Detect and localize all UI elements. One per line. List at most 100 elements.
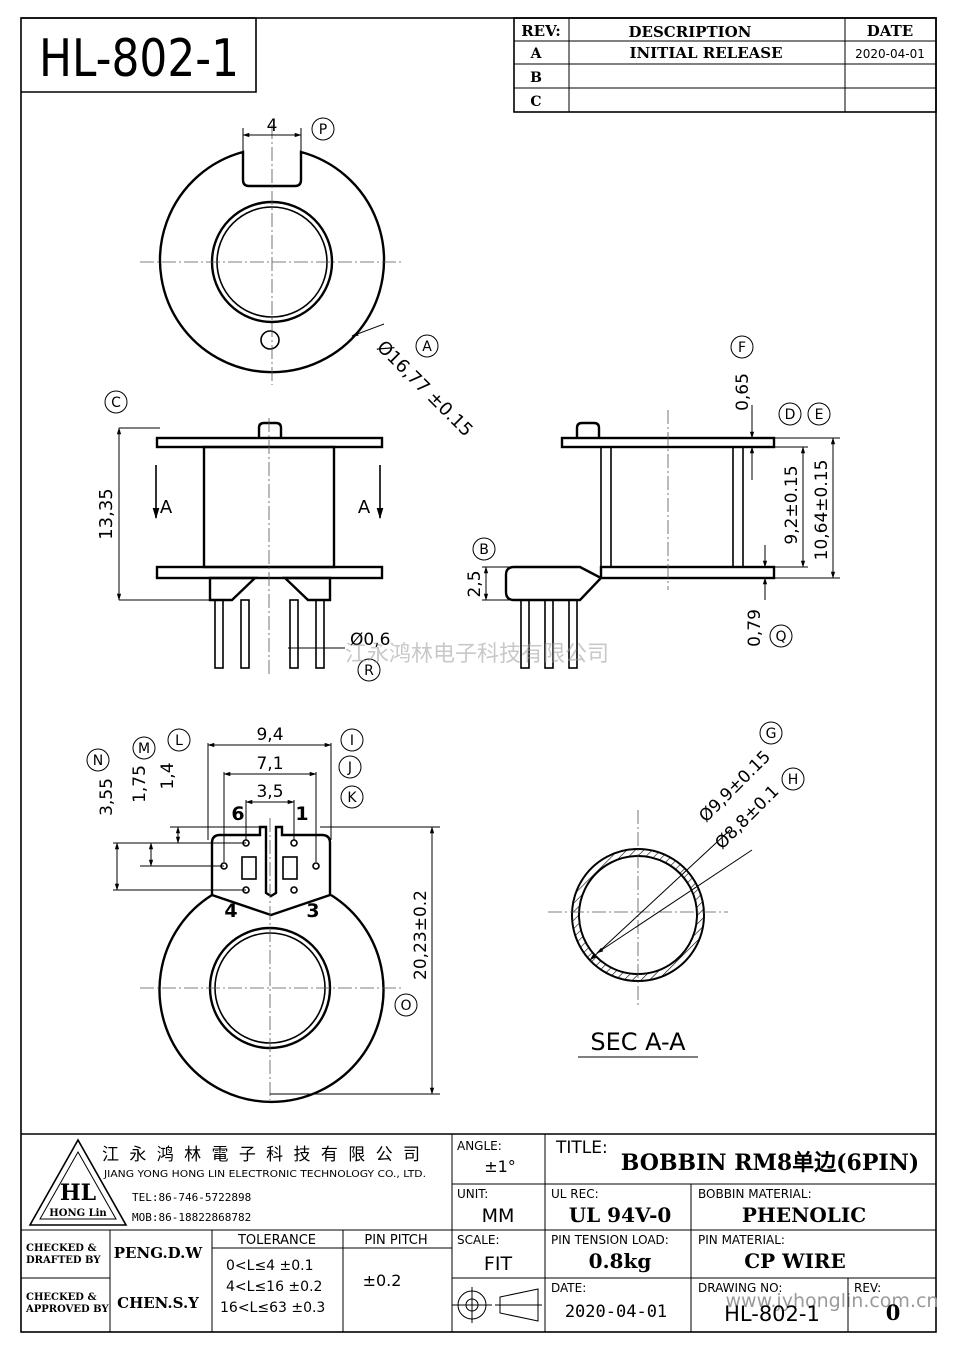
pin-tension-value: 0.8kg: [589, 1249, 652, 1273]
dim-inner-height: 10,64±0.15: [812, 460, 832, 561]
rev-header: REV:: [521, 22, 561, 40]
pin-material-value: CP WIRE: [744, 1249, 846, 1273]
company-tel: TEL:86-746-5722898: [132, 1191, 251, 1204]
dim-base-height: 2,5: [465, 570, 485, 597]
logo-sub: HONG Lin: [49, 1208, 107, 1219]
bottom-view: 6 1 4 3 9,4 7,1 3,5 3,55 1,75 1,4 N M L …: [86, 725, 440, 1104]
scale-label: SCALE:: [457, 1233, 500, 1247]
label-d: D: [785, 407, 796, 423]
label-m: M: [138, 741, 150, 757]
rev-row-a-date: 2020-04-01: [855, 47, 925, 61]
label-j: J: [347, 760, 352, 776]
section-mark-left: A: [160, 497, 173, 518]
dim-flange-thickness: 0,65: [733, 373, 753, 411]
approved-by: CHEN.S.Y: [117, 1294, 199, 1312]
tolerance-row-3: 16<L≤63 ±0.3: [220, 1300, 325, 1316]
dim-bottom-flange: 0,79: [745, 609, 765, 647]
projection-symbol: [452, 1287, 542, 1323]
dim-winding-height: 9,2±0.15: [782, 465, 802, 544]
label-b: B: [479, 542, 489, 558]
pin-3: 3: [306, 900, 319, 922]
title-value: BOBBIN RM8单边(6PIN): [621, 1150, 919, 1176]
ul-value: UL 94V-0: [569, 1203, 672, 1227]
drafted-by: PENG.D.W: [114, 1244, 204, 1262]
part-number-box: HL-802-1: [21, 17, 257, 93]
dim-pin-diameter: Ø0,6: [350, 630, 390, 650]
dim-175: 1,75: [130, 765, 150, 803]
dim-width-71: 7,1: [256, 754, 283, 774]
dim-height: 13,35: [96, 488, 117, 540]
label-q: Q: [775, 629, 786, 645]
title-label: TITLE:: [555, 1138, 608, 1158]
side-view: 0,65 F 9,2±0.15 10,64±0.15 D E 2,5 B 0,7…: [465, 335, 840, 669]
label-i: I: [350, 733, 354, 749]
section-title: SEC A-A: [590, 1028, 686, 1056]
label-l: L: [175, 733, 183, 749]
description-header: DESCRIPTION: [629, 23, 752, 41]
part-number: HL-802-1: [39, 29, 239, 89]
dim-width-94: 9,4: [256, 725, 283, 745]
label-r: R: [364, 663, 374, 679]
label-c: C: [111, 395, 121, 411]
company-logo: HL HONG Lin: [28, 1138, 128, 1226]
ul-label: UL REC:: [551, 1187, 599, 1201]
pin-tension-label: PIN TENSION LOAD:: [551, 1233, 669, 1247]
label-e: E: [815, 407, 824, 423]
dim-355: 3,55: [97, 778, 117, 816]
company-name-cn: 江 永 鸿 林 電 子 科 技 有 限 公 司: [102, 1145, 420, 1165]
unit-value: MM: [482, 1205, 515, 1227]
date-value: 2020-04-01: [565, 1302, 667, 1322]
bobbin-material-label: BOBBIN MATERIAL:: [698, 1187, 812, 1201]
pin-pitch-value: ±0.2: [363, 1271, 402, 1290]
tolerance-row-1: 0<L≤4 ±0.1: [226, 1258, 314, 1274]
checked-drafted-label-1: CHECKED &: [26, 1243, 96, 1254]
rev-row-a-description: INITIAL RELEASE: [629, 44, 782, 62]
pin-material-label: PIN MATERIAL:: [698, 1233, 785, 1247]
section-view: Ø9,9±0.15 Ø8,8±0.1 G H SEC A-A: [548, 721, 805, 1058]
checked-approved-label-2: APPROVED BY: [25, 1304, 109, 1315]
company-mob: MOB:86-18822868782: [132, 1211, 251, 1224]
dim-14: 1,4: [158, 762, 178, 789]
angle-label: ANGLE:: [457, 1139, 502, 1153]
unit-label: UNIT:: [457, 1187, 488, 1201]
label-f: F: [738, 340, 746, 356]
checked-drafted-label-2: DRAFTED BY: [26, 1255, 101, 1266]
dim-overall-length: 20,23±0.2: [411, 890, 431, 980]
sheet-border: [20, 17, 937, 1333]
watermark-url: www.jyhonglin.com.cn: [726, 1290, 939, 1312]
rev-value: 0: [886, 1300, 901, 1325]
pin-6: 6: [231, 803, 244, 825]
label-k: K: [347, 790, 357, 806]
section-mark-right: A: [358, 497, 371, 518]
pin-pitch-label: PIN PITCH: [364, 1233, 427, 1248]
drawing-no-label: DRAWING NO:: [698, 1281, 782, 1295]
scale-value: FIT: [484, 1253, 513, 1275]
front-view: 13,35 C A A Ø0,6 R: [96, 390, 390, 682]
tolerance-label: TOLERANCE: [237, 1233, 316, 1248]
date-header: DATE: [867, 22, 913, 40]
pin-4: 4: [224, 900, 237, 922]
rev-label: REV:: [854, 1281, 881, 1295]
date-label: DATE:: [551, 1281, 586, 1295]
drawing-no-value: HL-802-1: [724, 1302, 820, 1326]
watermark: 江永鸿林电子科技有限公司: [345, 642, 609, 667]
tolerance-row-2: 4<L≤16 ±0.2: [226, 1279, 322, 1295]
company-name-en: JIANG YONG HONG LIN ELECTRONIC TECHNOLOG…: [103, 1169, 426, 1180]
checked-approved-label-1: CHECKED &: [26, 1292, 96, 1303]
bobbin-material-value: PHENOLIC: [742, 1203, 866, 1227]
logo-text: HL: [60, 1180, 96, 1206]
label-g: G: [766, 726, 777, 742]
label-h: H: [788, 772, 799, 788]
dim-width-35: 3,5: [256, 782, 283, 802]
label-n: N: [93, 753, 103, 769]
dim-top-slot: 4: [267, 116, 278, 136]
label-o: O: [400, 998, 411, 1014]
rev-row-a: A: [530, 46, 543, 62]
angle-value: ±1°: [484, 1157, 516, 1176]
rev-row-b: B: [530, 70, 542, 86]
title-block: HL HONG Lin 江 永 鸿 林 電 子 科 技 有 限 公 司 JIAN…: [21, 1133, 936, 1332]
revision-table: REV: DESCRIPTION DATE A INITIAL RELEASE …: [513, 17, 937, 113]
pin-1: 1: [295, 803, 308, 825]
label-p: P: [319, 122, 327, 138]
